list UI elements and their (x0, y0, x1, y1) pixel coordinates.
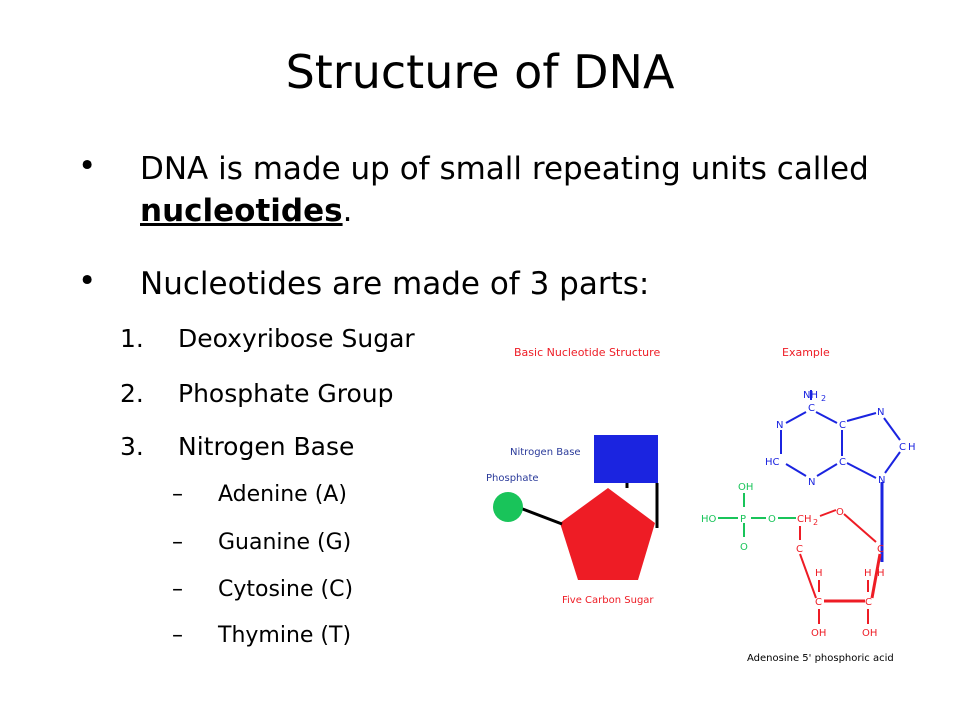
figure-right-title: Example (782, 346, 830, 359)
bullet-text: DNA is made up of small repeating units … (140, 151, 869, 229)
label-phosphate: Phosphate (486, 473, 539, 484)
phosphate-sugar-bond (519, 506, 563, 526)
part-item-nitrogen-base: 3.Nitrogen Base (120, 432, 355, 461)
svg-text:N: N (878, 475, 885, 486)
svg-text:H: H (908, 442, 916, 453)
svg-text:C: C (815, 597, 822, 608)
svg-text:C: C (839, 457, 846, 468)
svg-text:O: O (740, 542, 748, 553)
svg-text:CH: CH (797, 514, 812, 525)
page-title: Structure of DNA (285, 45, 675, 99)
sugar-pentagon-icon (560, 488, 655, 580)
svg-text:C: C (877, 544, 884, 555)
part-item-sugar: 1.Deoxyribose Sugar (120, 324, 415, 353)
svg-text:N: N (776, 420, 783, 431)
svg-text:N: N (877, 407, 884, 418)
term-nucleotides: nucleotides (140, 193, 343, 229)
svg-text:C: C (808, 403, 815, 414)
phosphate-circle-icon (493, 492, 523, 522)
svg-text:C: C (865, 597, 872, 608)
base-item-guanine: –Guanine (G) (172, 530, 352, 555)
figure-left-title: Basic Nucleotide Structure (514, 346, 660, 359)
svg-text:2: 2 (821, 394, 826, 403)
svg-text:HO: HO (701, 514, 717, 525)
svg-text:O: O (768, 514, 776, 525)
nucleotide-figure: Basic Nucleotide Structure Nitrogen Base… (486, 346, 916, 664)
svg-text:OH: OH (862, 628, 877, 639)
svg-text:C: C (899, 442, 906, 453)
bullet-text: Nucleotides are made of 3 parts: (140, 266, 650, 302)
phosphate-group: OH HO P O O (701, 482, 776, 553)
svg-text:2: 2 (813, 518, 818, 527)
bullet-marker: • (78, 263, 97, 299)
ribose-ring: CH 2 O C C H H H C C OH OH (778, 507, 885, 639)
bullet-marker: • (78, 148, 97, 184)
svg-text:OH: OH (738, 482, 753, 493)
label-nitrogen-base: Nitrogen Base (510, 447, 581, 458)
svg-text:N: N (808, 477, 815, 488)
label-five-carbon-sugar: Five Carbon Sugar (562, 595, 654, 606)
svg-text:P: P (740, 514, 746, 525)
svg-text:O: O (836, 507, 844, 518)
svg-text:OH: OH (811, 628, 826, 639)
svg-text:H: H (815, 568, 823, 579)
figure-caption: Adenosine 5' phosphoric acid (747, 653, 894, 664)
nitrogen-base-square-icon (594, 435, 658, 483)
svg-text:HC: HC (765, 457, 780, 468)
part-item-phosphate: 2.Phosphate Group (120, 379, 394, 408)
svg-text:C: C (796, 544, 803, 555)
svg-text:C: C (839, 420, 846, 431)
base-item-adenine: –Adenine (A) (172, 482, 347, 507)
svg-text:H: H (864, 568, 872, 579)
svg-text:H: H (877, 568, 885, 579)
base-item-thymine: –Thymine (T) (172, 623, 352, 648)
svg-text:NH: NH (803, 390, 818, 401)
adenine-ring: NH 2 C N C HC C N N C H N (765, 390, 916, 562)
base-item-cytosine: –Cytosine (C) (172, 577, 354, 602)
